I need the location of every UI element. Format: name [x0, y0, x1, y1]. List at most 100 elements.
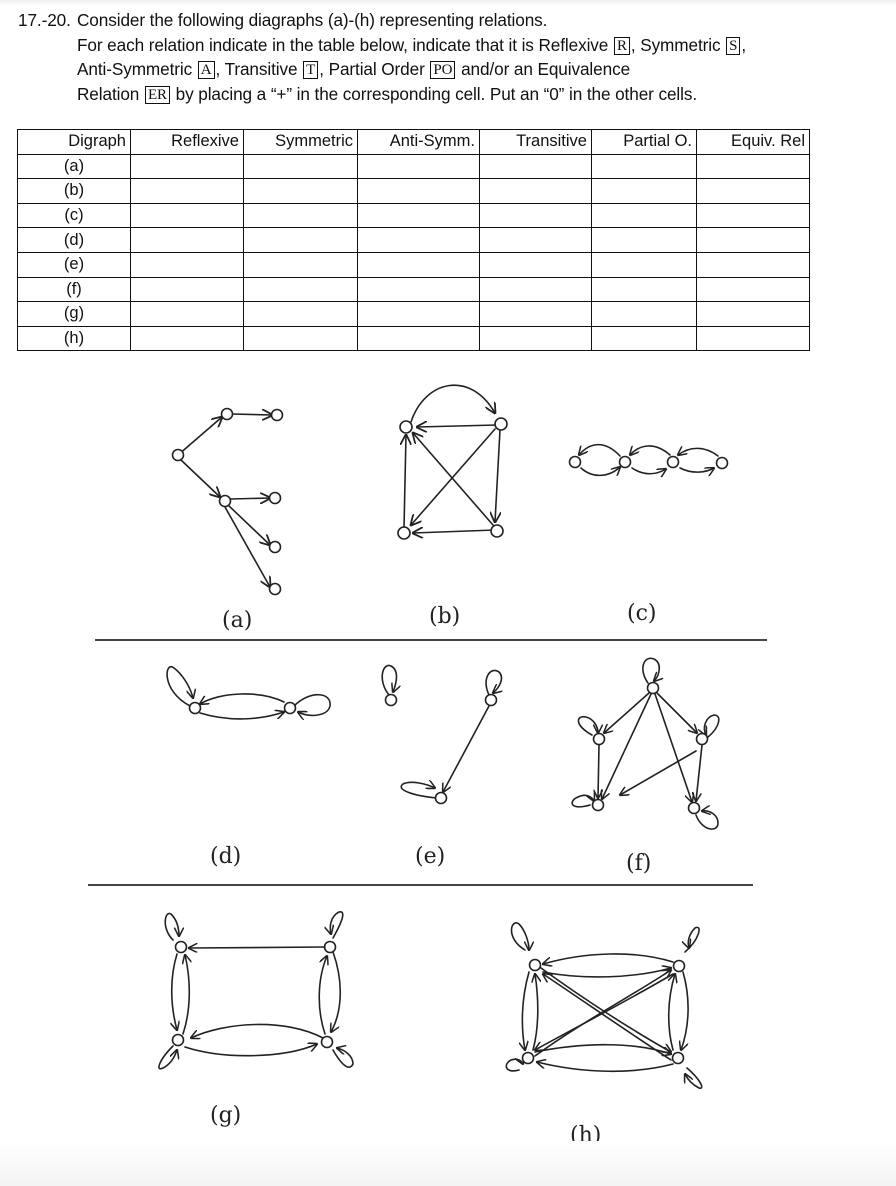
answer-cell-reflexive[interactable]	[130, 153, 244, 180]
problem-number: 17.-20.	[18, 10, 71, 30]
problem-line-4: Relation ER by placing a “+” in the corr…	[77, 83, 698, 104]
answer-cell-symmetric[interactable]	[243, 227, 358, 253]
header-digraph: Digraph	[17, 129, 131, 155]
answer-cell-anti-symm[interactable]	[357, 227, 480, 253]
digraph-d-label: (d)	[210, 844, 241, 869]
digraph-g-label: (g)	[210, 1103, 241, 1128]
section-divider-2	[88, 884, 753, 886]
answer-cell-anti-symm[interactable]	[357, 202, 480, 229]
digraph-a-label: (a)	[222, 608, 252, 633]
table-row: (d)	[17, 227, 810, 253]
answer-cell-transitive[interactable]	[479, 301, 592, 327]
answer-cell-symmetric[interactable]	[243, 276, 358, 303]
answer-cell-reflexive[interactable]	[130, 276, 244, 303]
header-equivalence: Equiv. Rel	[696, 129, 810, 155]
answer-cell-reflexive[interactable]	[130, 178, 244, 204]
answer-cell-equiv-rel[interactable]	[696, 276, 810, 303]
answer-cell-anti-symm[interactable]	[357, 301, 480, 327]
digraph-e-drawing: (e)	[381, 664, 525, 869]
transitive-box: T	[303, 61, 319, 79]
digraph-label-cell: (f)	[17, 276, 131, 303]
answer-cell-equiv-rel[interactable]	[696, 301, 810, 327]
answer-cell-anti-symm[interactable]	[357, 276, 480, 303]
section-divider-1	[95, 639, 767, 641]
digraph-b-label: (b)	[429, 604, 460, 629]
digraph-g: (g)	[145, 900, 365, 1140]
answer-cell-anti-symm[interactable]	[357, 325, 480, 352]
answer-cell-symmetric[interactable]	[243, 325, 358, 352]
answer-cell-reflexive[interactable]	[130, 301, 244, 327]
answer-cell-reflexive[interactable]	[130, 325, 244, 352]
digraph-label-cell: (b)	[17, 178, 131, 204]
digraph-g-drawing: (g)	[158, 911, 354, 1128]
answer-cell-partial-o[interactable]	[591, 301, 697, 327]
digraph-f-label: (f)	[626, 851, 651, 876]
header-reflexive: Reflexive	[130, 129, 244, 155]
antisymmetric-box: A	[197, 61, 215, 79]
answer-cell-transitive[interactable]	[479, 153, 592, 180]
table-header-row: Digraph Reflexive Symmetric Anti-Symm. T…	[17, 129, 810, 155]
answer-cell-reflexive[interactable]	[130, 227, 244, 253]
digraph-h-drawing: (h)	[505, 922, 703, 1148]
answer-cell-partial-o[interactable]	[591, 202, 697, 229]
equivalence-box: ER	[144, 85, 170, 104]
answer-cell-anti-symm[interactable]	[357, 153, 480, 180]
answer-cell-equiv-rel[interactable]	[696, 227, 810, 253]
header-partial-order: Partial O.	[591, 129, 697, 155]
digraph-label-cell: (g)	[17, 301, 131, 327]
symmetric-box: S	[726, 36, 741, 55]
digraph-a-drawing: (a)	[171, 407, 284, 633]
answer-cell-partial-o[interactable]	[591, 153, 697, 180]
answer-cell-transitive[interactable]	[479, 276, 592, 303]
partial-order-box: PO	[430, 61, 456, 79]
answer-cell-symmetric[interactable]	[243, 153, 358, 180]
answer-cell-partial-o[interactable]	[591, 325, 697, 352]
digraph-label-cell: (a)	[17, 153, 131, 180]
answer-cell-reflexive[interactable]	[130, 251, 244, 278]
digraph-e: (e)	[375, 660, 525, 875]
page-bottom-shade	[0, 1141, 896, 1186]
digraph-c: (c)	[560, 430, 750, 635]
header-symmetric: Symmetric	[243, 129, 358, 155]
answer-cell-anti-symm[interactable]	[357, 178, 480, 204]
table-row: (c)	[17, 202, 810, 229]
answer-cell-transitive[interactable]	[479, 202, 592, 229]
digraph-c-drawing: (c)	[568, 443, 729, 626]
answer-cell-equiv-rel[interactable]	[696, 178, 810, 204]
table-row: (h)	[17, 325, 810, 352]
answer-cell-partial-o[interactable]	[591, 178, 697, 204]
answer-cell-partial-o[interactable]	[591, 227, 697, 253]
header-anti-symmetric: Anti-Symm.	[357, 129, 480, 155]
answer-cell-equiv-rel[interactable]	[696, 325, 810, 352]
reflexive-box: R	[613, 36, 630, 55]
answer-cell-transitive[interactable]	[479, 178, 592, 204]
page-top-shade	[0, 0, 896, 6]
digraph-e-label: (e)	[415, 844, 445, 869]
answer-cell-transitive[interactable]	[479, 251, 592, 278]
answer-cell-symmetric[interactable]	[243, 202, 358, 229]
problem-line-1: Consider the following diagraphs (a)-(h)…	[77, 10, 548, 30]
answer-cell-transitive[interactable]	[479, 227, 592, 253]
digraph-d-drawing: (d)	[166, 665, 331, 869]
digraph-c-label: (c)	[627, 601, 657, 626]
digraph-label-cell: (h)	[17, 325, 131, 352]
answer-cell-symmetric[interactable]	[243, 251, 358, 278]
digraph-label-cell: (e)	[17, 251, 131, 278]
answer-cell-partial-o[interactable]	[591, 276, 697, 303]
digraph-b-drawing: (b)	[397, 384, 508, 629]
answer-cell-equiv-rel[interactable]	[696, 202, 810, 229]
header-transitive: Transitive	[479, 129, 592, 155]
answer-cell-reflexive[interactable]	[130, 202, 244, 229]
digraph-f: (f)	[560, 655, 730, 880]
answer-cell-equiv-rel[interactable]	[696, 251, 810, 278]
table-row: (f)	[17, 276, 810, 303]
answer-cell-anti-symm[interactable]	[357, 251, 480, 278]
answer-cell-partial-o[interactable]	[591, 251, 697, 278]
digraph-a: (a)	[160, 395, 300, 640]
answer-cell-symmetric[interactable]	[243, 301, 358, 327]
answer-cell-transitive[interactable]	[479, 325, 592, 352]
problem-line-2: For each relation indicate in the table …	[77, 34, 747, 55]
answer-cell-symmetric[interactable]	[243, 178, 358, 204]
answer-cell-equiv-rel[interactable]	[696, 153, 810, 180]
digraph-label-cell: (c)	[17, 202, 131, 229]
